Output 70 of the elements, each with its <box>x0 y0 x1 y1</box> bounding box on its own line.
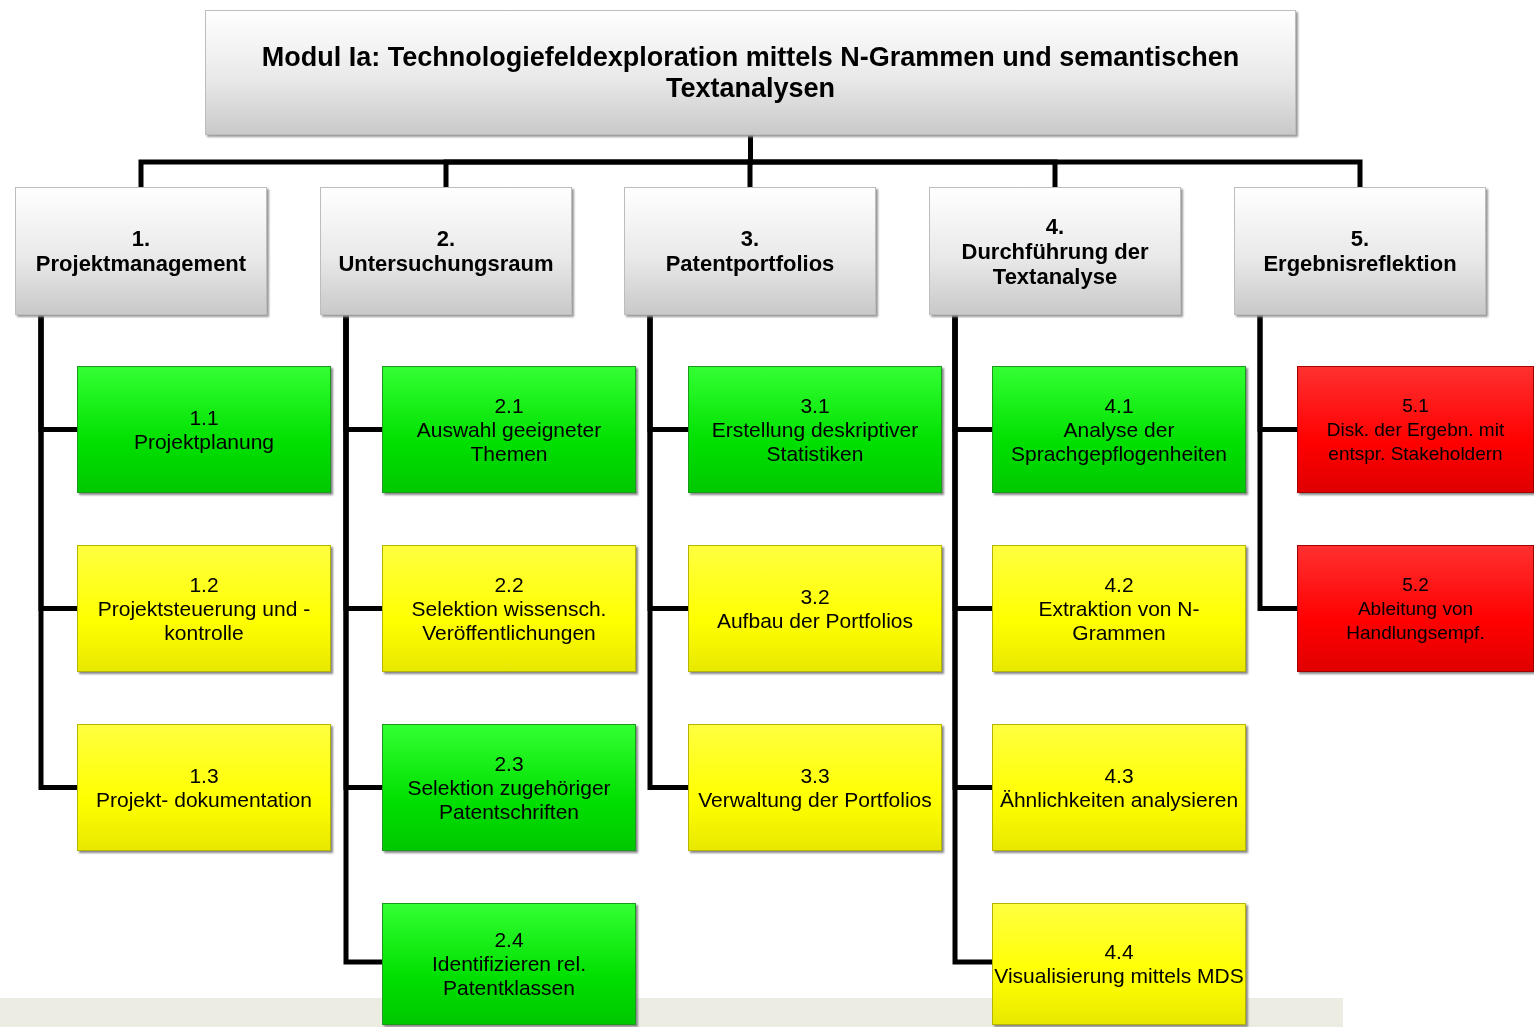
task-box <box>688 545 942 672</box>
item-number: 3.1 <box>800 393 830 418</box>
title-text: Modul Ia: Technologiefeldexploration mittels N-Grammen und semantischen Textanalysen <box>260 41 1241 104</box>
item-number: 4.1 <box>1104 393 1134 418</box>
phase-box <box>624 187 876 315</box>
item-number: 1.1 <box>189 405 219 430</box>
box-label: Selektion wissensch. Veröffentlichungen <box>410 596 608 645</box>
task-box <box>688 724 942 851</box>
item-number: 4.3 <box>1104 763 1134 788</box>
task-box <box>992 903 1246 1025</box>
task-box <box>77 366 331 493</box>
box-label: Aufbau der Portfolios <box>716 608 914 633</box>
task-box <box>992 724 1246 851</box>
box-label: Ergebnisreflektion <box>1263 251 1457 276</box>
connector-line <box>647 315 688 790</box>
box-label: Identifizieren rel. Patentklassen <box>430 952 588 1000</box>
item-number: 2.4 <box>494 928 524 952</box>
box-label: Untersuchungsraum <box>338 251 554 276</box>
item-number: 2.2 <box>494 572 524 597</box>
phase-box <box>320 187 572 315</box>
task-box <box>382 366 636 493</box>
item-number: 2. <box>436 226 456 251</box>
item-number: 3.2 <box>800 584 830 609</box>
item-number: 3. <box>740 226 760 251</box>
box-label: Projektplanung <box>133 429 275 454</box>
connector-line <box>38 315 77 790</box>
phase-box <box>1234 187 1486 315</box>
box-label: Erstellung deskriptiver Statistiken <box>710 417 920 466</box>
item-number: 4.4 <box>1104 940 1134 964</box>
box-label: Ableitung von Handlungsempf. <box>1345 596 1486 645</box>
box-label: Selektion zugehöriger Patentschriften <box>406 775 612 824</box>
box-label: Projektsteuerung und -kontrolle <box>96 596 312 645</box>
item-number: 1.3 <box>189 763 219 788</box>
task-box <box>992 545 1246 672</box>
phase-box <box>929 187 1181 315</box>
task-box <box>688 366 942 493</box>
item-number: 1.2 <box>189 572 219 597</box>
item-number: 1. <box>131 226 151 251</box>
task-box <box>1297 366 1534 493</box>
box-label: Durchführung der Textanalyse <box>960 238 1150 289</box>
task-box <box>382 545 636 672</box>
box-label: Visualisierung mittels MDS <box>994 964 1244 988</box>
box-label: Patentportfolios <box>665 251 835 276</box>
box-label: Analyse der Sprachgepflogenheiten <box>1010 417 1228 466</box>
task-box <box>1297 545 1534 672</box>
item-number: 2.1 <box>494 393 524 418</box>
box-label: Verwaltung der Portfolios <box>698 787 932 812</box>
title-box <box>205 10 1296 135</box>
box-label: Projektmanagement <box>35 251 247 276</box>
box-label: Projekt- dokumentation <box>96 787 312 812</box>
task-box <box>77 545 331 672</box>
connector-line <box>1257 315 1297 611</box>
connector-line <box>952 315 992 965</box>
item-number: 2.3 <box>494 751 524 776</box>
item-number: 4.2 <box>1104 572 1134 597</box>
task-box <box>382 724 636 851</box>
item-number: 5.2 <box>1402 572 1429 597</box>
task-box <box>992 366 1246 493</box>
task-box <box>77 724 331 851</box>
task-box <box>382 903 636 1025</box>
box-label: Ähnlichkeiten analysieren <box>999 787 1239 812</box>
item-number: 5.1 <box>1402 393 1429 418</box>
connector-line <box>343 315 382 965</box>
box-label: Extraktion von N-Grammen <box>1037 596 1201 645</box>
item-number: 4. <box>1045 213 1065 239</box>
box-label: Auswahl geeigneter Themen <box>415 417 603 466</box>
phase-box <box>15 187 267 315</box>
item-number: 3.3 <box>800 763 830 788</box>
box-label: Disk. der Ergebn. mit entspr. Stakeholdern <box>1325 417 1506 466</box>
item-number: 5. <box>1350 226 1370 251</box>
